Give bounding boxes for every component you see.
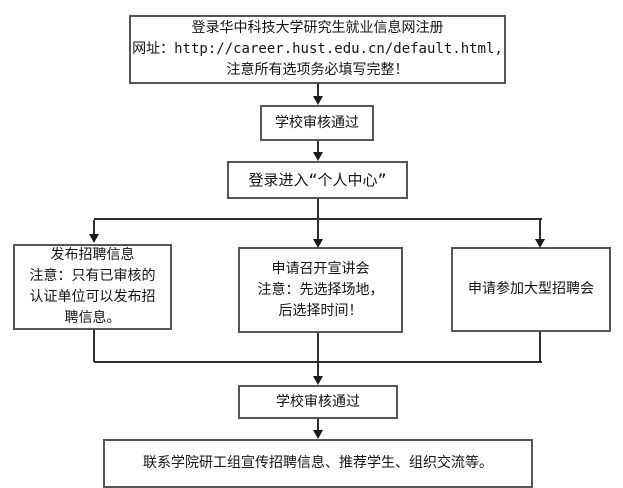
connector-branch-to-seminar: [317, 220, 319, 240]
node-seminar-request: 申请召开宣讲会 注意：先选择场地， 后选择时间！: [238, 247, 403, 333]
publish-line-3: 认证单位可以发布招: [29, 289, 156, 305]
arrowhead-review2: [313, 376, 323, 385]
connector-review2-to-contact: [317, 419, 319, 431]
school-review-2-label: 学校审核通过: [276, 393, 360, 410]
node-school-review-1: 学校审核通过: [260, 105, 374, 141]
school-review-1-label: 学校审核通过: [275, 114, 359, 131]
register-line-1: 登录华中科技大学研究生就业信息网注册: [191, 20, 444, 36]
connector-seminar-to-review2: [317, 333, 319, 377]
arrowhead-personal-center: [313, 152, 323, 161]
connector-jobfair-to-merge: [539, 332, 541, 362]
arrowhead-publish: [89, 234, 99, 243]
jobfair-label: 申请参加大型招聘会: [468, 281, 594, 297]
personal-center-label: 登录进入“个人中心”: [248, 170, 387, 189]
node-jobfair-request: 申请参加大型招聘会: [451, 247, 611, 332]
connector-personal-to-branch: [317, 199, 319, 220]
node-register: 登录华中科技大学研究生就业信息网注册 网址：http://career.hust…: [129, 15, 506, 84]
publish-line-2: 注意：只有已审核的: [29, 268, 156, 284]
publish-line-4: 聘信息。: [64, 310, 121, 326]
node-school-review-2: 学校审核通过: [238, 385, 398, 419]
contact-college-label: 联系学院研工组宣传招聘信息、推荐学生、组织交流等。: [143, 455, 493, 471]
arrowhead-contact: [313, 430, 323, 439]
register-line-2: 网址：http://career.hust.edu.cn/default.htm…: [132, 41, 503, 57]
connector-review1-to-personal: [317, 141, 319, 153]
arrowhead-review1: [313, 96, 323, 105]
connector-register-to-review1: [317, 84, 319, 97]
connector-branch-to-jobfair: [539, 220, 541, 240]
seminar-line-2: 注意：先选择场地，: [257, 281, 384, 298]
seminar-line-1: 申请召开宣讲会: [271, 260, 370, 277]
arrowhead-jobfair: [535, 239, 545, 248]
register-line-3: 注意所有选项务必填写完整！: [226, 62, 409, 78]
node-publish-jobs: 发布招聘信息 注意：只有已审核的 认证单位可以发布招 聘信息。: [13, 244, 172, 330]
connector-branch-to-publish: [93, 220, 95, 235]
node-contact-college: 联系学院研工组宣传招聘信息、推荐学生、组织交流等。: [103, 439, 533, 488]
branch-line: [94, 218, 542, 220]
publish-line-1: 发布招聘信息: [50, 247, 135, 263]
seminar-line-3: 后选择时间！: [278, 302, 363, 319]
node-personal-center: 登录进入“个人中心”: [227, 161, 408, 199]
connector-publish-to-merge: [93, 330, 95, 362]
arrowhead-seminar: [313, 239, 323, 248]
